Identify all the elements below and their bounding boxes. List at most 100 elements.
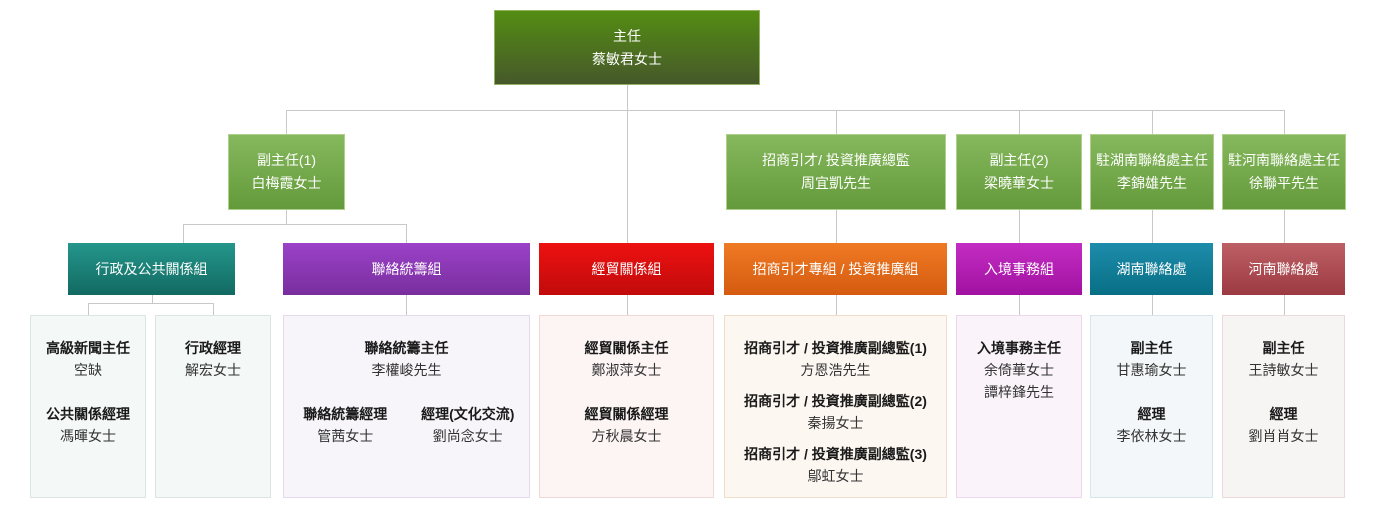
role-label: 公共關係經理 <box>46 406 130 422</box>
connector <box>183 224 407 225</box>
role-label: 經理 <box>1137 406 1166 422</box>
group-header-investment: 招商引才專組 / 投資推廣組 <box>724 243 947 295</box>
staff-box-hunan: 副主任 甘惠瑜女士 經理 李依林女士 <box>1090 315 1213 498</box>
role-label: 副主任 <box>1130 340 1173 356</box>
staff-entry: 經貿關係經理 方秋晨女士 <box>540 403 713 447</box>
role-label: 聯絡統籌主任 <box>364 340 449 356</box>
staff-box-immigration: 入境事務主任 余倚華女士 譚梓鋒先生 <box>956 315 1082 498</box>
person-name: 劉肖肖女士 <box>1248 428 1319 444</box>
connector <box>1019 110 1020 134</box>
role-label: 招商引才 / 投資推廣副總監(1) <box>744 340 927 356</box>
role-label: 聯絡統籌經理 <box>303 406 388 422</box>
person-name: 王詩敏女士 <box>1248 362 1319 378</box>
person-name: 方秋晨女士 <box>591 428 662 444</box>
person-name: 劉尚念女士 <box>432 428 503 444</box>
staff-entry: 聯絡統籌經理 管茜女士 <box>284 403 407 447</box>
group-header-admin-pr: 行政及公共關係組 <box>68 243 235 295</box>
node-title: 招商引才/ 投資推廣總監 <box>762 152 910 168</box>
node-title: 駐湖南聯絡處主任 <box>1096 152 1208 168</box>
staff-entry: 副主任 王詩敏女士 <box>1223 337 1344 381</box>
role-label: 高級新聞主任 <box>46 340 130 356</box>
person-name: 管茜女士 <box>317 428 374 444</box>
connector <box>183 224 184 243</box>
group-header-immigration: 入境事務組 <box>956 243 1082 295</box>
node-title: 駐河南聯絡處主任 <box>1228 152 1340 168</box>
role-label: 招商引才 / 投資推廣副總監(3) <box>744 446 927 462</box>
group-header-hunan: 湖南聯絡處 <box>1090 243 1213 295</box>
staff-box-admin-pr-1: 高級新聞主任 空缺 公共關係經理 馮暉女士 <box>30 315 146 498</box>
group-header-trade: 經貿關係組 <box>539 243 714 295</box>
person-name: 余倚華女士 <box>984 362 1054 378</box>
person-name: 鄔虹女士 <box>807 468 864 484</box>
node-deputy-director-1: 副主任(1) 白梅霞女士 <box>228 134 345 210</box>
node-henan-liaison-head: 駐河南聯絡處主任 徐聯平先生 <box>1222 134 1346 210</box>
group-header-liaison: 聯絡統籌組 <box>283 243 530 295</box>
group-label: 入境事務組 <box>984 261 1054 277</box>
role-label: 招商引才 / 投資推廣副總監(2) <box>744 393 927 409</box>
connector <box>1019 295 1020 315</box>
staff-entry: 聯絡統籌主任 李權峻先生 <box>284 337 529 381</box>
node-person: 白梅霞女士 <box>251 175 322 191</box>
connector <box>1152 210 1153 243</box>
node-director: 主任 蔡敏君女士 <box>494 10 760 85</box>
connector <box>627 85 628 110</box>
person-name: 方恩浩先生 <box>800 362 871 378</box>
role-label: 副主任 <box>1262 340 1305 356</box>
person-name: 甘惠瑜女士 <box>1116 362 1187 378</box>
group-label: 聯絡統籌組 <box>371 261 442 277</box>
node-investment-promotion-director: 招商引才/ 投資推廣總監 周宜凱先生 <box>726 134 946 210</box>
role-label: 經理(文化交流) <box>421 406 515 422</box>
connector <box>1019 210 1020 243</box>
person-name: 鄭淑萍女士 <box>591 362 662 378</box>
staff-columns: 聯絡統籌經理 管茜女士 經理(文化交流) 劉尚念女士 <box>284 403 529 447</box>
connector <box>406 295 407 315</box>
group-label: 招商引才專組 / 投資推廣組 <box>752 261 919 277</box>
staff-entry: 行政經理 解宏女士 <box>156 337 270 381</box>
connector <box>286 210 287 224</box>
node-person: 梁曉華女士 <box>984 175 1054 191</box>
connector <box>836 110 837 134</box>
node-deputy-director-2: 副主任(2) 梁曉華女士 <box>956 134 1082 210</box>
node-title: 副主任(1) <box>256 152 317 168</box>
connector <box>406 224 407 243</box>
connector <box>836 210 837 243</box>
connector <box>286 110 1284 111</box>
connector <box>836 295 837 315</box>
staff-box-liaison: 聯絡統籌主任 李權峻先生 聯絡統籌經理 管茜女士 經理(文化交流) 劉尚念女士 <box>283 315 530 498</box>
group-label: 行政及公共關係組 <box>95 261 208 277</box>
staff-entry: 經理 李依林女士 <box>1091 403 1212 447</box>
node-person: 周宜凱先生 <box>801 175 871 191</box>
connector <box>1284 110 1285 134</box>
node-title: 主任 <box>613 27 641 44</box>
connector <box>1284 295 1285 315</box>
connector <box>152 295 153 304</box>
staff-entry: 經貿關係主任 鄭淑萍女士 <box>540 337 713 381</box>
person-name: 空缺 <box>74 362 102 378</box>
role-label: 經貿關係經理 <box>584 406 669 422</box>
person-name: 馮暉女士 <box>60 428 116 444</box>
node-person: 蔡敏君女士 <box>592 50 662 67</box>
connector <box>1152 295 1153 315</box>
staff-entry: 招商引才 / 投資推廣副總監(3) 鄔虹女士 <box>725 443 946 487</box>
role-label: 行政經理 <box>185 340 241 356</box>
staff-entry: 經理(文化交流) 劉尚念女士 <box>407 403 530 447</box>
connector <box>286 110 287 134</box>
connector <box>88 303 89 315</box>
staff-box-investment: 招商引才 / 投資推廣副總監(1) 方恩浩先生 招商引才 / 投資推廣副總監(2… <box>724 315 947 498</box>
person-name: 李權峻先生 <box>371 362 442 378</box>
node-hunan-liaison-head: 駐湖南聯絡處主任 李錦雄先生 <box>1090 134 1214 210</box>
role-label: 經理 <box>1269 406 1298 422</box>
connector <box>627 295 628 315</box>
node-person: 徐聯平先生 <box>1249 175 1319 191</box>
node-person: 李錦雄先生 <box>1117 175 1187 191</box>
staff-entry: 高級新聞主任 空缺 <box>31 337 145 381</box>
group-label: 河南聯絡處 <box>1248 261 1319 277</box>
staff-box-henan: 副主任 王詩敏女士 經理 劉肖肖女士 <box>1222 315 1345 498</box>
connector <box>213 303 214 315</box>
group-header-henan: 河南聯絡處 <box>1222 243 1345 295</box>
node-title: 副主任(2) <box>989 152 1049 168</box>
role-label: 經貿關係主任 <box>584 340 669 356</box>
staff-box-admin-pr-2: 行政經理 解宏女士 <box>155 315 271 498</box>
staff-entry: 經理 劉肖肖女士 <box>1223 403 1344 447</box>
